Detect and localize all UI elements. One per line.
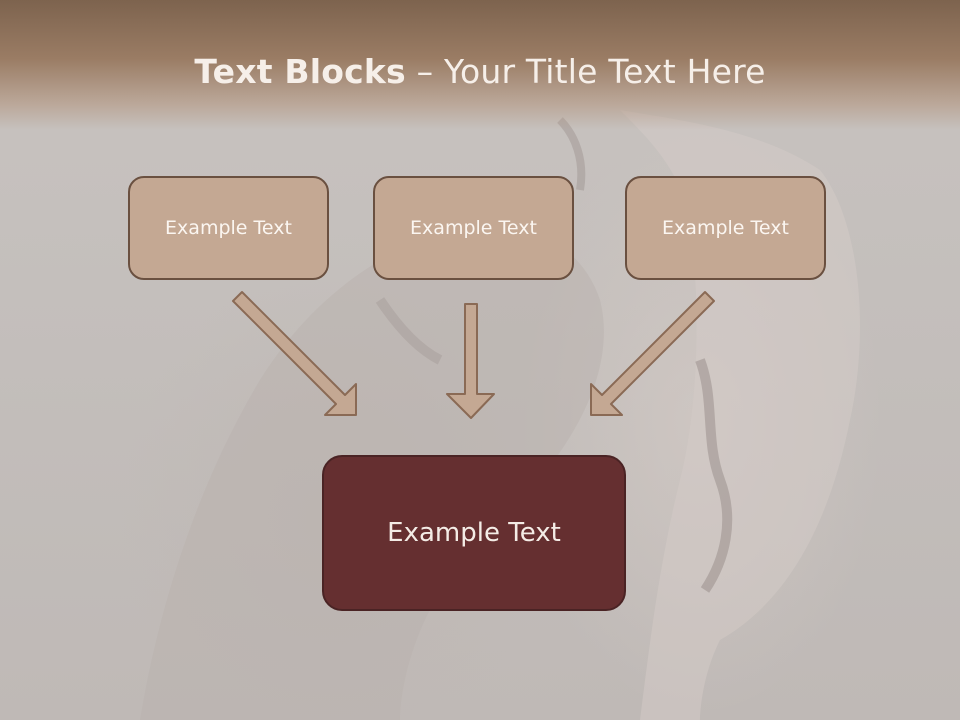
text-block-main-label: Example Text [387, 518, 561, 548]
title-bold-part: Text Blocks [194, 52, 406, 91]
text-block-center[interactable]: Example Text [373, 176, 574, 280]
text-block-right-label: Example Text [662, 217, 789, 239]
text-block-right[interactable]: Example Text [625, 176, 826, 280]
text-block-main[interactable]: Example Text [322, 455, 626, 611]
text-block-center-label: Example Text [410, 217, 537, 239]
text-block-left[interactable]: Example Text [128, 176, 329, 280]
text-block-left-label: Example Text [165, 217, 292, 239]
header-band [0, 0, 960, 130]
title-rest: Your Title Text Here [443, 52, 766, 91]
title-separator: – [405, 52, 444, 91]
slide-title: Text Blocks – Your Title Text Here [0, 52, 960, 91]
